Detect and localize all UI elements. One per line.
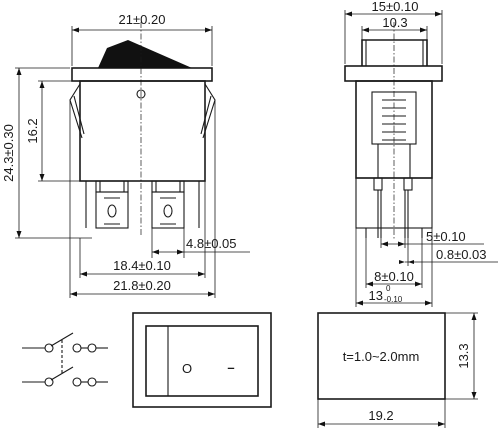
panel-cutout: [317, 312, 446, 400]
switch-arm: [50, 366, 74, 381]
terminal-housing-right: [151, 180, 185, 193]
front-flange: [71, 67, 213, 82]
dim-arrows: [381, 241, 405, 247]
dim-panel-height: 13.3: [456, 343, 471, 368]
panel-thickness-note: t=1.0~2.0mm: [343, 349, 420, 364]
dim-front-height-inner: 16.2: [25, 118, 40, 143]
contact: [87, 377, 97, 387]
front-view: 21±0.20 24.3±0.30 16.2 4.8±0.05 18.4±0.1…: [1, 12, 250, 298]
dim-side-top-width: 15±0.10: [372, 0, 419, 14]
dim-side-pin-thickness: 0.8±0.03: [436, 247, 487, 262]
dim-front-pins-width: 18.4±0.10: [113, 258, 171, 273]
center-mark: [136, 89, 146, 99]
dim-arrows: [399, 260, 414, 264]
contact: [72, 377, 82, 387]
side-post-left: [373, 177, 383, 191]
dim-front-height-total: 24.3±0.30: [1, 124, 16, 182]
dim-arrows: [152, 249, 184, 255]
contact: [87, 343, 97, 353]
terminal-left: [95, 191, 129, 229]
face-inner: [145, 325, 259, 397]
dim-front-body-width: 21.8±0.20: [113, 278, 171, 293]
off-symbol: O: [182, 361, 192, 376]
contact: [44, 377, 54, 387]
terminal-right: [151, 191, 185, 229]
side-flange: [344, 65, 443, 82]
switch-arm: [50, 332, 74, 347]
dim-side-pin-span: 8±0.10: [374, 269, 414, 284]
dim-front-top-width: 21±0.20: [119, 12, 166, 27]
right-clip-inner: [200, 95, 212, 135]
rocker-actuator: [98, 40, 192, 68]
front-body: [79, 80, 206, 182]
terminal-left-detail: [104, 197, 120, 225]
rocker-face-view: O –: [132, 312, 272, 408]
dim-side-base-tol-top: 0: [386, 284, 391, 293]
terminal-hole-right: [163, 204, 173, 218]
dim-side-pin-a: 5±0.10: [426, 229, 466, 244]
dim-arrows: [362, 27, 427, 33]
terminal-right-detail: [160, 197, 176, 225]
on-symbol: –: [227, 360, 234, 375]
dim-front-pin-spacing: 4.8±0.05: [186, 236, 237, 251]
side-base: [355, 177, 433, 229]
circuit-symbol: [22, 332, 108, 387]
panel-cutout-view: t=1.0~2.0mm 19.2 13.3: [317, 312, 478, 428]
terminal-hole-left: [107, 204, 117, 218]
dim-side-base: 13: [369, 288, 383, 303]
terminal-housing-left: [95, 180, 129, 193]
side-view: 15±0.10 10.3 5±0.10 0.8±0.03 8±0.10 13 0…: [344, 0, 498, 307]
face-outer: [132, 312, 272, 408]
dim-side-inner-width: 10.3: [382, 15, 407, 30]
side-rocker: [361, 39, 428, 66]
dim-panel-width: 19.2: [368, 408, 393, 423]
left-clip-inner: [73, 95, 85, 135]
side-post-right: [403, 177, 413, 191]
dim-arrows: [366, 281, 422, 287]
contact: [44, 343, 54, 353]
dim-side-base-tol-bottom: -0.10: [384, 295, 403, 304]
contact: [72, 343, 82, 353]
